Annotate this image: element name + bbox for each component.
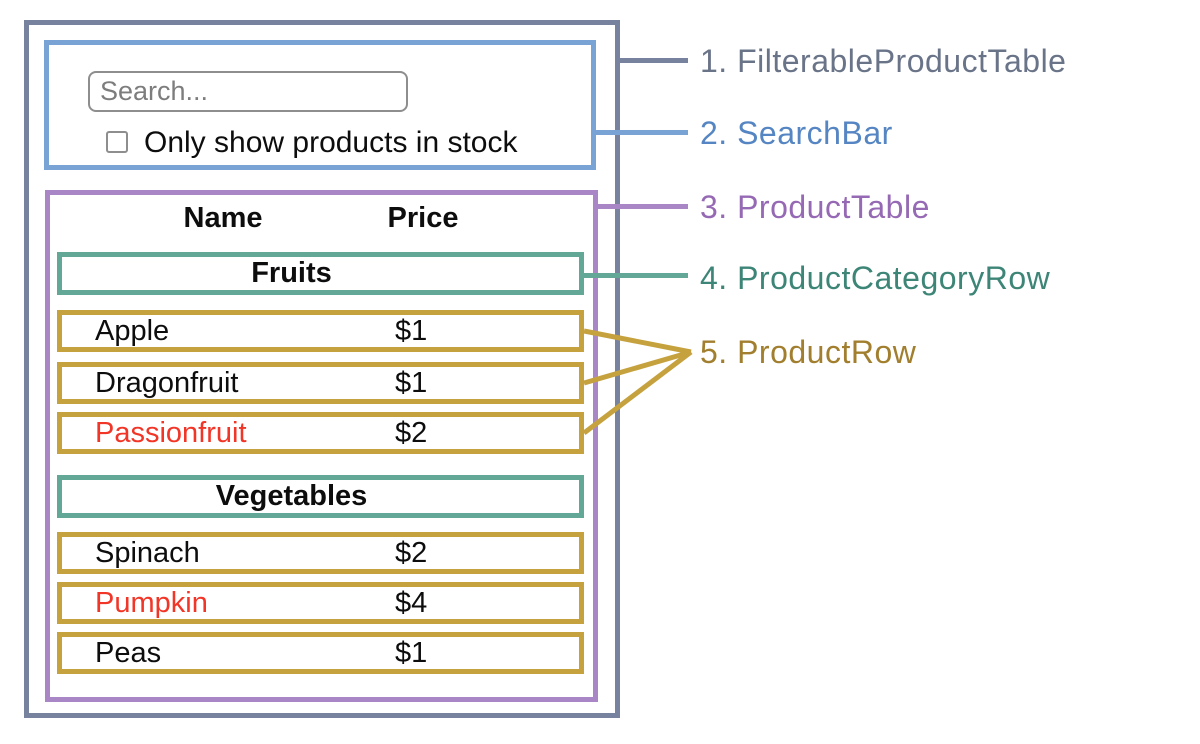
product-row-pumpkin: Pumpkin $4	[57, 582, 584, 624]
product-row-peas: Peas $1	[57, 632, 584, 674]
product-price: $2	[395, 536, 428, 569]
product-name: Dragonfruit	[95, 366, 239, 399]
connector-line-filterable-product-table	[615, 58, 688, 63]
product-price: $4	[395, 586, 428, 619]
annotation-search-bar: 2. SearchBar	[700, 115, 893, 151]
product-price: $1	[395, 314, 428, 347]
product-name: Pumpkin	[95, 586, 208, 619]
connector-line-search-bar	[594, 130, 688, 135]
annotation-product-table: 3. ProductTable	[700, 189, 930, 225]
product-row-dragonfruit: Dragonfruit $1	[57, 362, 584, 404]
product-category-row-fruits: Fruits	[57, 252, 584, 295]
annotation-product-category-row: 4. ProductCategoryRow	[700, 260, 1051, 296]
annotation-filterable-product-table: 1. FilterableProductTable	[700, 43, 1067, 79]
product-row-apple: Apple $1	[57, 310, 584, 352]
in-stock-checkbox-label: Only show products in stock	[144, 126, 518, 159]
product-price: $2	[395, 416, 428, 449]
product-name: Apple	[95, 314, 170, 347]
product-price: $1	[395, 366, 428, 399]
column-header-name: Name	[183, 202, 263, 234]
category-label: Fruits	[251, 257, 332, 289]
product-name: Spinach	[95, 536, 200, 569]
column-header-price: Price	[387, 202, 459, 234]
product-price: $1	[395, 636, 428, 669]
product-name: Passionfruit	[95, 416, 247, 449]
search-input[interactable]	[88, 71, 408, 112]
annotation-product-row: 5. ProductRow	[700, 334, 917, 370]
product-category-row-vegetables: Vegetables	[57, 475, 584, 518]
product-name: Peas	[95, 636, 162, 669]
connector-line-product-category-row	[582, 273, 688, 278]
product-row-passionfruit: Passionfruit $2	[57, 412, 584, 454]
connector-line-product-table	[595, 204, 688, 209]
product-row-spinach: Spinach $2	[57, 532, 584, 574]
category-label: Vegetables	[215, 480, 368, 512]
in-stock-checkbox[interactable]	[106, 131, 128, 153]
